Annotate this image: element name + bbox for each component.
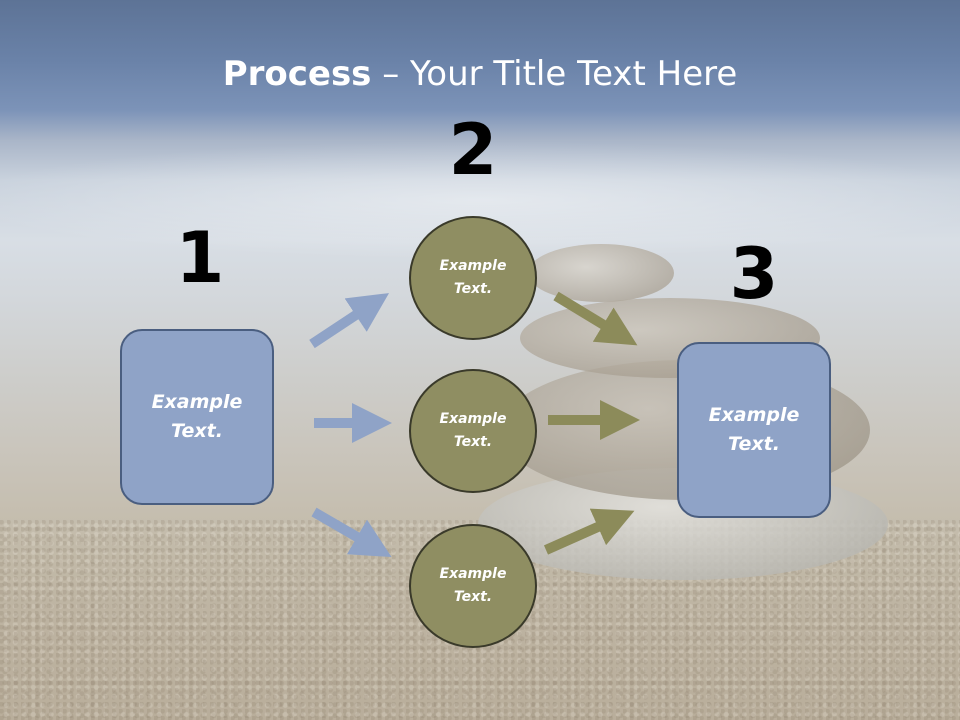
step-number-3: 3 <box>729 233 779 315</box>
arrow-top-to-step3 <box>553 291 638 346</box>
background-stone <box>528 244 674 302</box>
arrow-step1-to-bottom <box>311 507 392 558</box>
arrow-step1-to-top <box>309 293 390 349</box>
arrow-bottom-to-step3 <box>543 508 635 555</box>
slide-title-bold: Process <box>222 54 372 94</box>
step-number-1: 1 <box>175 217 225 299</box>
step-number-2: 2 <box>448 109 498 191</box>
slide-title: Process – Your Title Text Here <box>0 52 960 96</box>
slide-title-rest: – Your Title Text Here <box>371 54 738 94</box>
